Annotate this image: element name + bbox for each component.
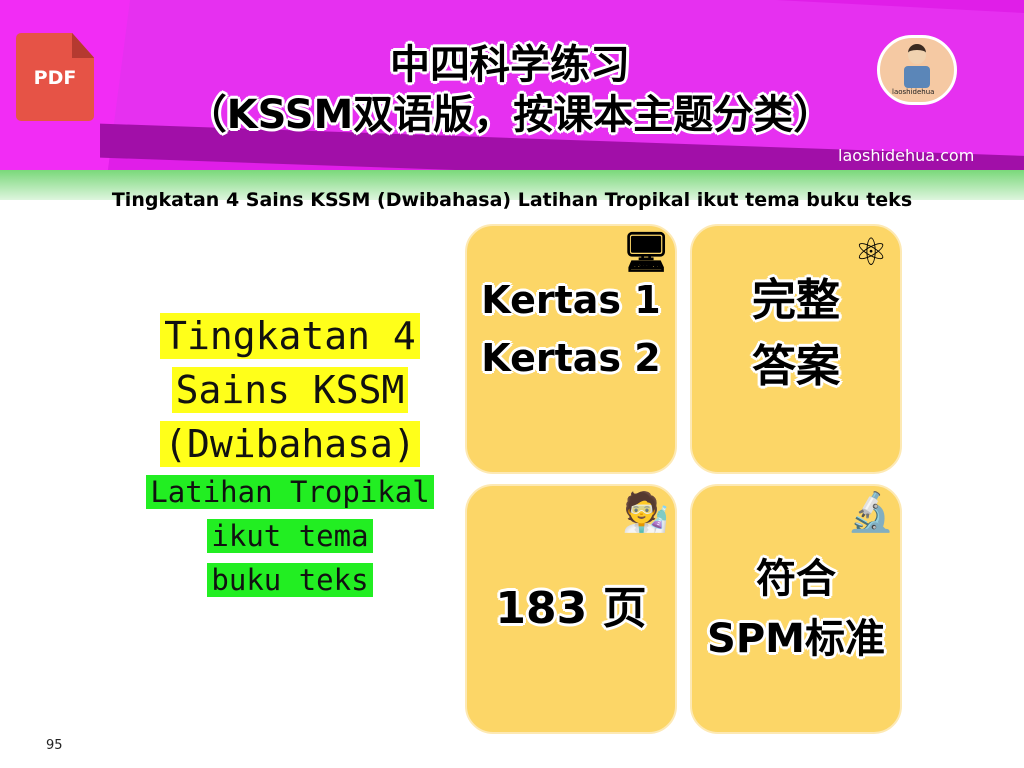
site-url: laoshidehua.com: [838, 146, 975, 165]
yellow-line: Sains KSSM: [171, 367, 409, 413]
card-answers: ⚛ 完整 答案: [690, 224, 902, 474]
subtitle: Tingkatan 4 Sains KSSM (Dwibahasa) Latih…: [111, 189, 913, 211]
title-line-1: 中四科学练习: [390, 42, 630, 88]
card-text: Kertas 1: [481, 278, 661, 322]
yellow-line: Tingkatan 4: [160, 313, 420, 359]
green-line: ikut tema: [207, 519, 373, 553]
card-text: 完整: [752, 275, 840, 326]
green-line: Latihan Tropikal: [146, 475, 434, 509]
card-pages: 🧑‍🔬 183 页: [465, 484, 677, 734]
green-line: buku teks: [207, 563, 373, 597]
pdf-label: PDF: [33, 67, 77, 89]
pdf-icon: PDF: [16, 33, 94, 121]
card-text: 答案: [752, 341, 840, 392]
card-text: 183 页: [495, 583, 647, 634]
card-spm: 🔬 符合 SPM标准: [690, 484, 902, 734]
title-line-2: （KSSM双语版，按课本主题分类）: [186, 92, 834, 138]
computer-lab-icon: 🖥: [621, 230, 671, 274]
card-text: Kertas 2: [481, 336, 661, 380]
atom-icon: ⚛: [853, 230, 889, 274]
yellow-line: (Dwibahasa): [160, 421, 420, 467]
microscope-icon: 🔬: [847, 490, 895, 534]
page-number: 95: [46, 738, 63, 753]
card-kertas: 🖥 Kertas 1 Kertas 2: [465, 224, 677, 474]
logo: laoshidehua: [877, 35, 957, 105]
scientist-icon: 🧑‍🔬: [622, 490, 670, 534]
page-title: 中四科学练习 （KSSM双语版，按课本主题分类）: [140, 40, 880, 140]
card-text: SPM标准: [707, 616, 885, 662]
card-text: 符合: [756, 556, 836, 602]
title-highlight-block: Tingkatan 4 Sains KSSM (Dwibahasa) Latih…: [130, 313, 450, 607]
